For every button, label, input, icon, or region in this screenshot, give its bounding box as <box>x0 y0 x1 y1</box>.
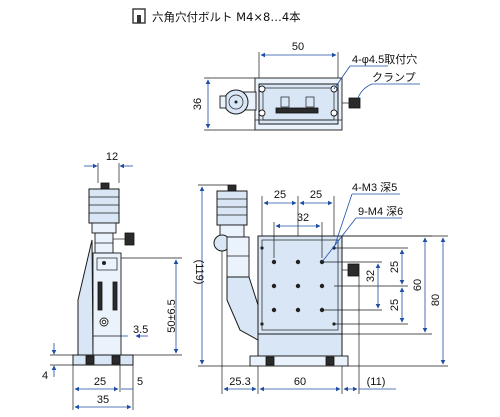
side-width-b-dim: 5 <box>137 376 143 388</box>
side-micrometer <box>88 188 120 224</box>
table-size-dim: 60 <box>412 279 424 291</box>
front-v-pitch-b-dim: 25 <box>389 299 401 311</box>
micrometer-dim: 12 <box>106 151 118 163</box>
front-micrometer <box>216 190 248 226</box>
left-offset-dim: 25.3 <box>229 376 250 388</box>
travel-dim: 3.5 <box>133 324 148 336</box>
mount-hole-note: 4-φ4.5取付穴 <box>352 52 417 66</box>
bolt-spec-title: 六角穴付ボルト M4×8…4本 <box>152 10 301 24</box>
top-view: 50 36 4-φ4.5取付穴 クランプ <box>192 41 420 131</box>
front-pitch-a-dim: 25 <box>274 189 286 201</box>
m4-thread-note: 9-M4 深6 <box>358 205 403 218</box>
hex-socket-bolt-icon <box>132 8 146 24</box>
front-table <box>257 235 343 335</box>
overall-size-dim: 80 <box>430 294 442 306</box>
m3-thread-note: 4-M3 深5 <box>352 181 397 194</box>
top-table <box>258 83 339 125</box>
base-width-dim: 60 <box>294 376 306 388</box>
base-height-dim: 4 <box>42 370 48 382</box>
stroke-height-dim: 50±6.5 <box>166 299 178 333</box>
top-clamp <box>348 97 361 109</box>
side-base <box>72 354 134 366</box>
front-v-inner-dim: 32 <box>365 270 377 282</box>
side-width-a-dim: 25 <box>94 376 106 388</box>
front-inner-pitch-dim: 32 <box>297 212 309 224</box>
overall-height-dim: (119) <box>193 260 205 285</box>
front-v-pitch-a-dim: 25 <box>389 261 401 273</box>
side-total-width-dim: 35 <box>97 394 109 406</box>
side-view: 12 50±6.5 3.5 4 25 5 35 <box>42 151 182 410</box>
front-base <box>249 355 349 367</box>
top-height-dim: 36 <box>192 98 204 110</box>
right-offset-dim: (11) <box>367 376 386 388</box>
side-bracket <box>77 239 94 356</box>
front-view: 25 25 32 4-M3 深5 9-M4 深6 (119) 25 25 32 <box>193 181 448 394</box>
front-pitch-b-dim: 25 <box>310 189 322 201</box>
clamp-note: クランプ <box>372 71 416 84</box>
top-width-dim: 50 <box>292 41 304 53</box>
